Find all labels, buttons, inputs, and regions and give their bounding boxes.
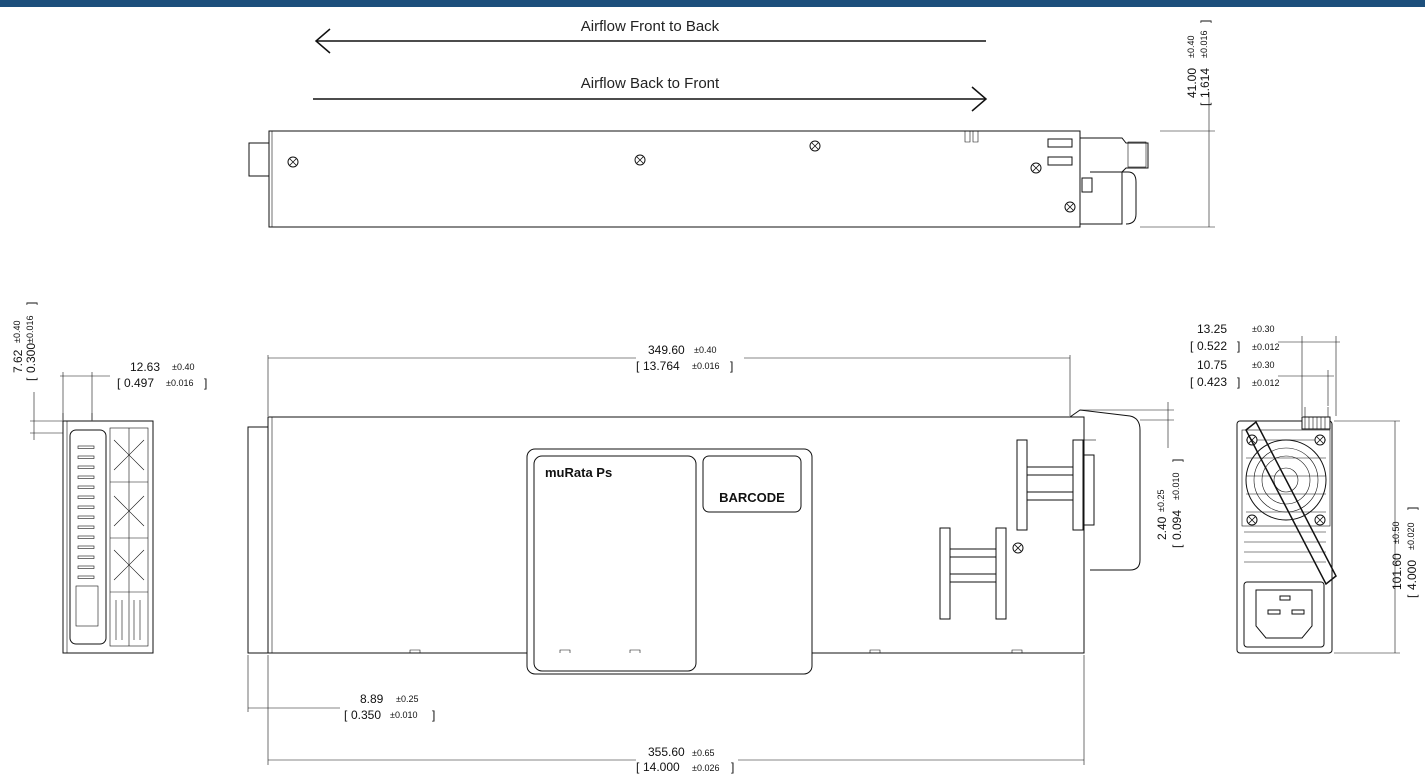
svg-text:[: [ [1190,339,1194,353]
dim-height: 41.00 ±0.40 [ 1.614 ±0.016 ] [1140,20,1215,228]
airflow-front-to-back-label: Airflow Front to Back [581,18,720,35]
dim-tab-mm-tol: ±0.40 [12,321,22,343]
dim-tab-in: 0.300 [24,343,38,373]
svg-text:]: ] [731,760,734,774]
left-end-view [62,413,154,654]
dim-latch-inner-mm: 10.75 [1197,358,1227,372]
dim-connector-gap: 2.40 ±0.25 [ 0.094 ±0.010 ] [1080,402,1184,548]
dim-latch-outer-in-tol: ±0.012 [1252,342,1279,352]
svg-text:]: ] [1170,459,1184,462]
svg-text:]: ] [1405,507,1419,510]
dim-handle-offset-mm-tol: ±0.25 [396,694,418,704]
dim-handle-offset: 8.89 ±0.25 [ 0.350 ±0.010 ] [247,655,435,765]
dim-total-length-in: 14.000 [643,760,680,774]
svg-text:[: [ [636,760,640,774]
svg-text:[: [ [1198,102,1212,106]
dim-width-mm: 101.60 [1390,553,1404,590]
right-end-view [1236,407,1337,654]
dim-body-length-in: 13.764 [643,359,680,373]
svg-text:]: ] [1198,20,1212,23]
airflow-back-to-front-arrowhead [971,86,988,112]
dim-connector-gap-mm: 2.40 [1155,516,1169,540]
dim-latch-inner: 10.75 ±0.30 [ 0.423 ] ±0.012 [1190,358,1334,406]
dim-connector-gap-in: 0.094 [1170,510,1184,540]
svg-text:[: [ [1405,594,1419,598]
dim-tab-in-tol: ±0.016 [25,316,35,343]
svg-text:]: ] [204,376,207,390]
dim-latch-inner-mm-tol: ±0.30 [1252,360,1274,370]
dim-body-length-mm: 349.60 [648,343,685,357]
dim-height-in: 1.614 [1198,68,1212,98]
dim-total-length-in-tol: ±0.026 [692,763,719,773]
dim-height-in-tol: ±0.016 [1199,31,1209,58]
dim-width-in-tol: ±0.020 [1406,523,1416,550]
dim-body-length: 349.60 ±0.40 [ 13.764 ±0.016 ] [267,343,1071,416]
dim-width-in: 4.000 [1405,560,1419,590]
dim-total-length-mm: 355.60 [648,745,685,759]
dim-latch-outer-mm-tol: ±0.30 [1252,324,1274,334]
svg-text:]: ] [730,359,733,373]
dim-handle-offset-mm: 8.89 [360,692,384,706]
airflow-front-to-back: Airflow Front to Back [314,18,986,54]
dim-body-length-in-tol: ±0.016 [692,361,719,371]
dim-latch-inner-in: 0.423 [1197,375,1227,389]
airflow-front-to-back-arrowhead [314,28,331,54]
dim-tab-mm: 7.62 [11,349,25,373]
dim-total-length: 355.60 ±0.65 [ 14.000 ±0.026 ] [268,655,1085,774]
svg-text:[: [ [636,359,640,373]
dim-latch-outer-mm: 13.25 [1197,322,1227,336]
svg-text:]: ] [1237,375,1240,389]
svg-text:[: [ [1190,375,1194,389]
dim-total-length-mm-tol: ±0.65 [692,748,714,758]
airflow-back-to-front-label: Airflow Back to Front [581,75,720,92]
dim-ejector: 12.63 ±0.40 [ 0.497 ±0.016 ] [60,360,207,420]
barcode-label: BARCODE [719,490,785,505]
dim-width: 101.60 ±0.50 [ 4.000 ±0.020 ] [1334,420,1419,654]
svg-text:]: ] [432,708,435,722]
dim-connector-gap-mm-tol: ±0.25 [1156,490,1166,512]
dim-ejector-mm-tol: ±0.40 [172,362,194,372]
dim-tab: 7.62 ±0.40 [ 0.300 ±0.016 ] [11,302,63,440]
bracket-lower [939,527,1007,620]
dim-body-length-mm-tol: ±0.40 [694,345,716,355]
dim-latch-inner-in-tol: ±0.012 [1252,378,1279,388]
svg-text:]: ] [1237,339,1240,353]
svg-text:]: ] [24,302,38,305]
dim-latch-outer-in: 0.522 [1197,339,1227,353]
dim-height-mm: 41.00 [1185,68,1199,98]
dim-latch-outer: 13.25 ±0.30 [ 0.522 ] ±0.012 [1190,322,1340,416]
svg-text:[: [ [117,376,121,390]
dim-ejector-mm: 12.63 [130,360,160,374]
dim-width-mm-tol: ±0.50 [1391,522,1401,544]
dim-connector-gap-in-tol: ±0.010 [1171,473,1181,500]
dim-height-mm-tol: ±0.40 [1186,36,1196,58]
bracket-upper [1016,439,1084,531]
top-view: muRata Ps BARCODE [247,409,1141,675]
airflow-back-to-front: Airflow Back to Front [313,75,988,112]
dim-handle-offset-in-tol: ±0.010 [390,710,417,720]
dim-ejector-in: 0.497 [124,376,154,390]
dim-ejector-in-tol: ±0.016 [166,378,193,388]
header-bar [0,0,1425,7]
svg-text:[: [ [1170,544,1184,548]
dim-handle-offset-in: 0.350 [351,708,381,722]
svg-text:[: [ [344,708,348,722]
product-label: muRata Ps BARCODE [526,448,813,675]
brand-label: muRata Ps [545,465,612,480]
svg-text:[: [ [24,377,38,381]
side-view [248,130,1149,228]
